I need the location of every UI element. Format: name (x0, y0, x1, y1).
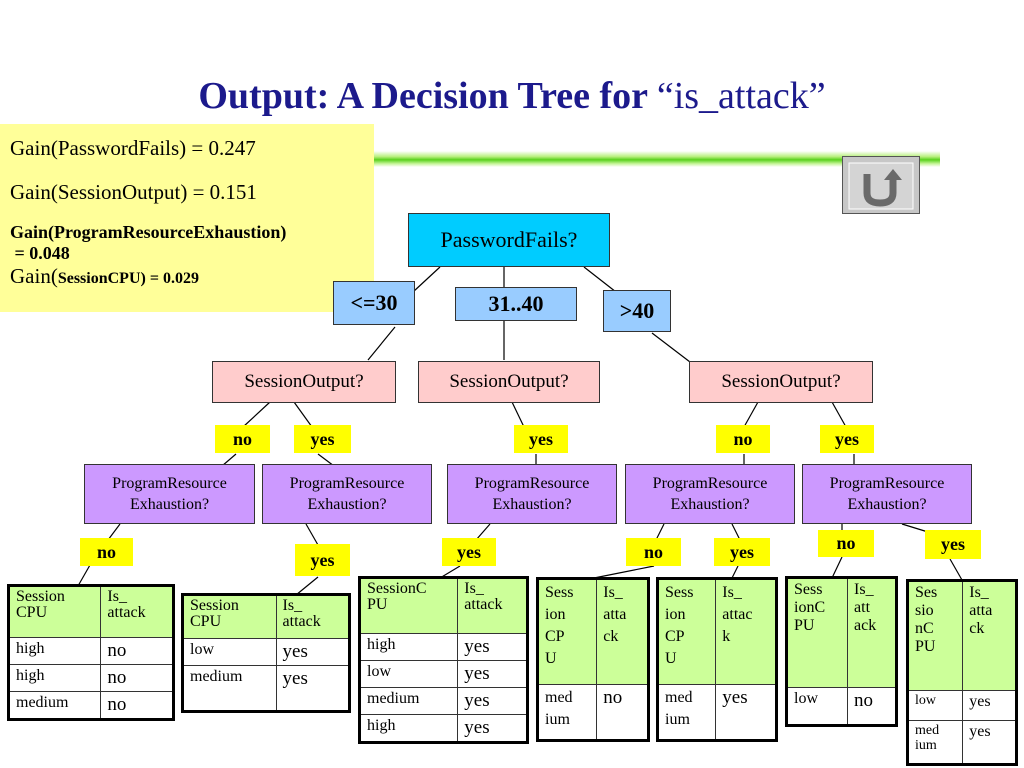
branch-label-no: no (80, 538, 133, 566)
title-underline-bar (374, 151, 940, 167)
session-output-node-2: SessionOutput? (418, 361, 600, 403)
branch-label-no: no (626, 538, 681, 566)
branch-label-yes: yes (714, 538, 770, 566)
gain-program-resource-exhaustion: Gain(ProgramResourceExhaustion) (10, 222, 287, 242)
branch-label-no: no (215, 425, 270, 453)
range-le-30: <=30 (333, 281, 415, 325)
branch-label-yes: yes (294, 425, 351, 453)
undo-button[interactable] (842, 156, 920, 214)
branch-label-yes: yes (820, 425, 874, 453)
gain-password-fails: Gain(PasswordFails) = 0.247 (10, 136, 256, 160)
range-31-40: 31..40 (455, 287, 577, 321)
root-node-password-fails: PasswordFails? (408, 213, 610, 267)
range-gt-40: >40 (603, 290, 671, 332)
gain-program-resource-value: = 0.048 (10, 243, 70, 263)
session-output-node-1: SessionOutput? (212, 361, 396, 403)
gain-session-cpu: Gain(SessionCPU) = 0.029 (10, 264, 199, 288)
session-output-node-3: SessionOutput? (689, 361, 873, 403)
u-turn-arrow-icon (848, 162, 914, 210)
branch-label-yes: yes (295, 544, 350, 576)
gain-session-output: Gain(SessionOutput) = 0.151 (10, 180, 257, 204)
information-gain-box: Gain(PasswordFails) = 0.247 Gain(Session… (0, 124, 374, 312)
branch-label-no: no (818, 530, 874, 557)
branch-label-yes: yes (514, 425, 568, 453)
branch-label-no: no (716, 425, 770, 453)
branch-label-yes: yes (442, 538, 496, 566)
branch-label-yes: yes (925, 530, 981, 559)
page-title: Output: A Decision Tree for “is_attack” (198, 75, 826, 117)
